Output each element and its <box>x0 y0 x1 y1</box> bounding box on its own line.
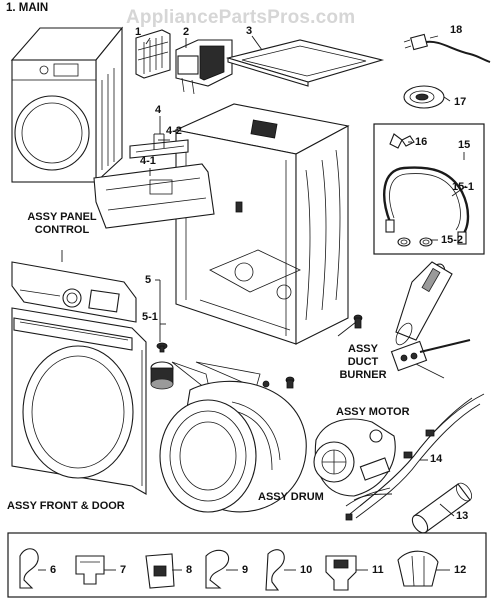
leveling-leg-part <box>150 314 363 390</box>
duct-burner-assembly <box>390 261 471 379</box>
callout-10: 10 <box>300 564 313 576</box>
callout-6: 6 <box>50 564 57 576</box>
lint-filter-part <box>135 29 171 79</box>
callout-16: 16 <box>415 136 428 148</box>
callout-4-1: 4-1 <box>140 155 156 167</box>
callout-1: 1 <box>135 26 142 38</box>
callout-3: 3 <box>246 25 253 37</box>
diagram-title: 1. MAIN <box>6 2 49 14</box>
top-cover-part <box>225 39 385 87</box>
callout-7: 7 <box>120 564 127 576</box>
callout-2: 2 <box>183 26 190 38</box>
watermark: AppliancePartsPros.com <box>126 7 356 28</box>
callout-13: 13 <box>456 510 469 522</box>
callout-9: 9 <box>242 564 249 576</box>
assy-front-door-label: ASSY FRONT & DOOR <box>7 500 125 512</box>
callout-15-1: 15-1 <box>452 181 475 193</box>
callout-leader-lines <box>38 35 467 571</box>
callout-18: 18 <box>450 24 463 36</box>
callout-5-1: 5-1 <box>142 311 158 323</box>
dryer-overview-illustration <box>10 26 124 184</box>
exhaust-duct-part <box>403 85 445 109</box>
filter-housing-part <box>175 39 233 95</box>
hardware-clips-box <box>7 532 487 598</box>
drum-assembly <box>159 361 307 513</box>
assy-panel-control-label: ASSY PANEL CONTROL <box>27 211 97 236</box>
hose-kit-box <box>373 123 485 255</box>
assy-drum-label: ASSY DRUM <box>258 491 324 503</box>
power-cord-part <box>403 33 491 63</box>
callout-15-2: 15-2 <box>441 234 464 246</box>
assy-duct-burner-label: ASSY DUCT BURNER <box>339 343 387 381</box>
duct-tube-part <box>411 482 473 534</box>
front-and-door-assembly <box>11 307 147 495</box>
callout-5: 5 <box>145 274 152 286</box>
callout-4-2: 4-2 <box>166 125 182 137</box>
callout-4: 4 <box>155 104 162 116</box>
wire-harness-part <box>345 393 485 521</box>
assy-motor-label: ASSY MOTOR <box>336 406 410 418</box>
panel-control-assembly <box>11 261 137 323</box>
callout-8: 8 <box>186 564 193 576</box>
motor-assembly <box>313 418 396 497</box>
control-bracket-part <box>93 139 215 229</box>
callout-12: 12 <box>454 564 467 576</box>
callout-14: 14 <box>430 453 443 465</box>
cabinet-frame <box>174 103 350 345</box>
callout-17: 17 <box>454 96 467 108</box>
callout-11: 11 <box>372 564 384 576</box>
callout-15: 15 <box>458 139 471 151</box>
